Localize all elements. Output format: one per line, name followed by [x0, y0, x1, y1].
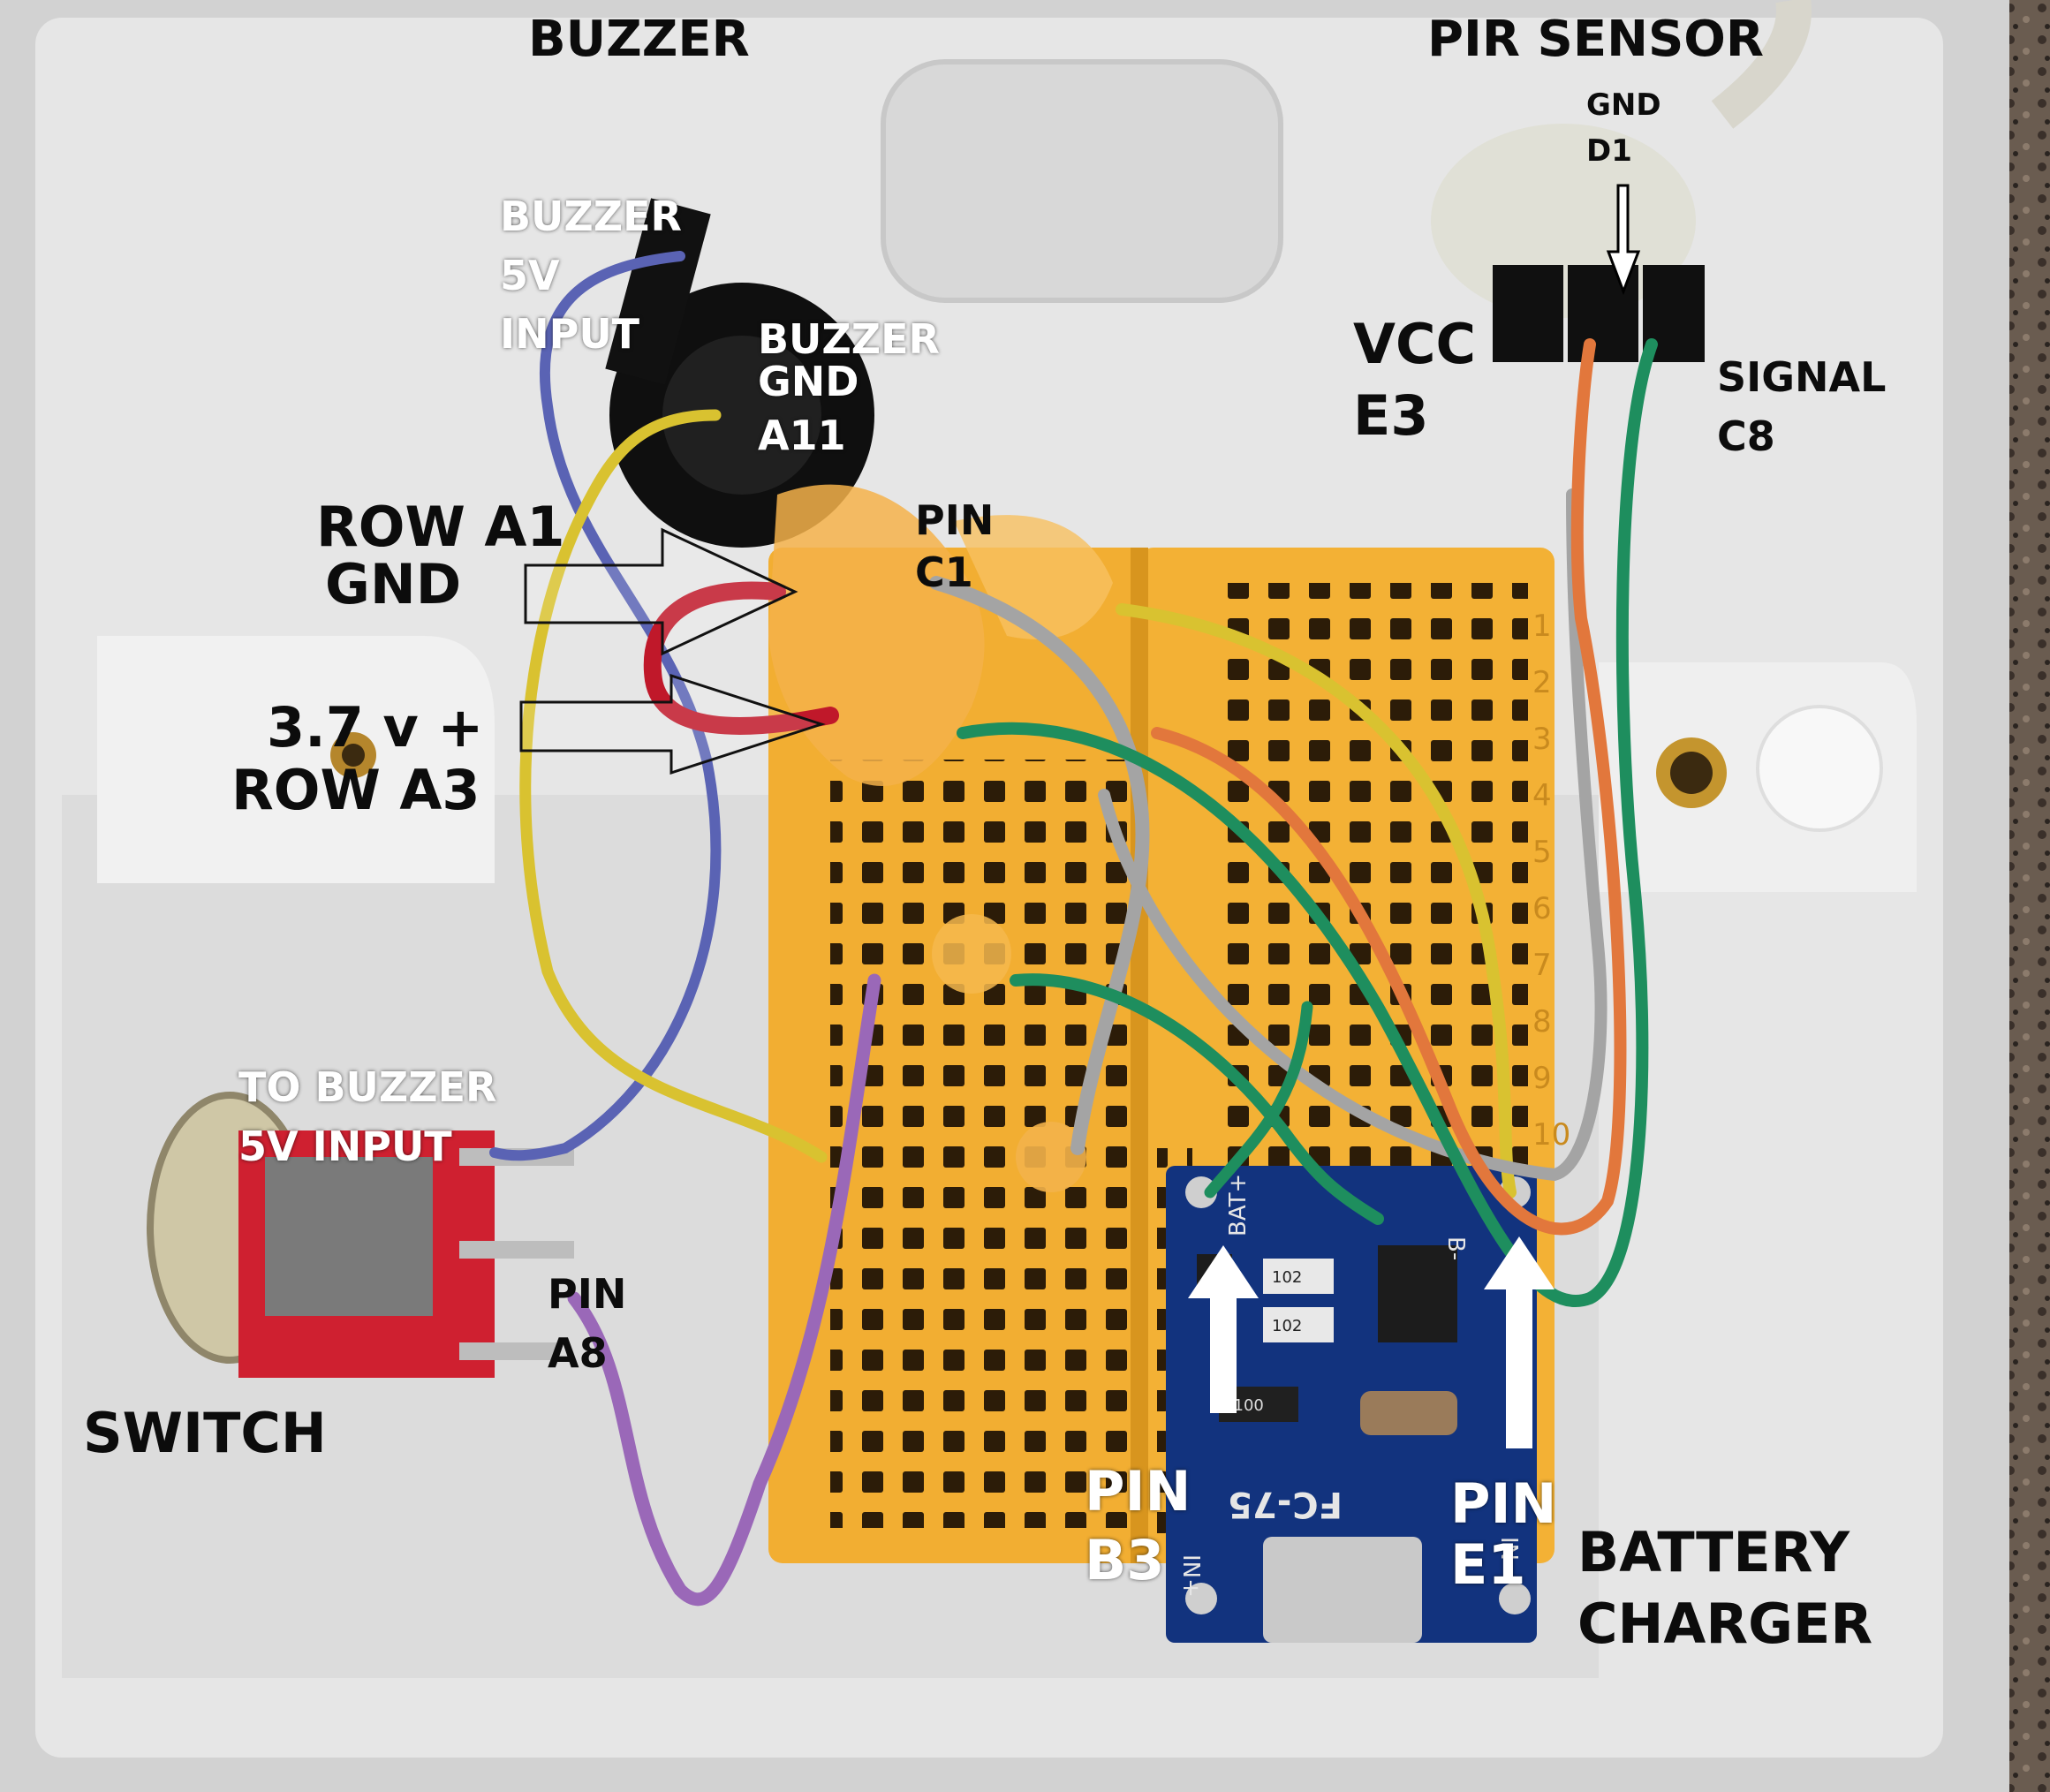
label-row-a1-gnd-line1: ROW A1: [316, 495, 565, 559]
label-buzzer-title: BUZZER: [528, 11, 750, 68]
breadboard-row-number: 7: [1532, 948, 1552, 983]
pcb-model: FC-75: [1228, 1484, 1343, 1524]
label-pin-e1-line2: E1: [1450, 1532, 1526, 1598]
label-vcc-e3: VCC E3: [1353, 309, 1476, 451]
buzzer: [605, 198, 874, 548]
breadboard-row-number: 3: [1532, 722, 1552, 757]
label-buzzer-5v-input-line3: INPUT: [500, 310, 640, 359]
label-3v7-row-a3-line2: ROW A3: [231, 758, 480, 823]
breadboard-row-number: 10: [1532, 1117, 1570, 1153]
label-buzzer-gnd-line2: GND: [758, 358, 859, 406]
label-vcc-e3-line2: E3: [1353, 382, 1429, 448]
label-pin-e1-line1: PIN: [1450, 1471, 1557, 1536]
breadboard-row-numbers: 1 2 3 4 5 6 7 8 9 10: [1532, 609, 1570, 1153]
label-pir-d1: D1: [1586, 133, 1632, 169]
annotation-arrows: [519, 184, 1641, 1448]
wires: [489, 251, 1658, 1607]
pcb-bat-minus: B-: [1442, 1236, 1469, 1260]
wire-orange: [1151, 338, 1627, 1236]
label-pin-b3-line2: B3: [1085, 1527, 1165, 1592]
breadboard-row-number: 9: [1532, 1061, 1552, 1096]
white-arrow-b3: [1188, 1245, 1259, 1413]
label-battery-charger-line1: BATTERY: [1577, 1520, 1850, 1584]
wire-gray: [929, 576, 1150, 1155]
breadboard-row-number: 5: [1532, 835, 1552, 870]
breadboard-row-number: 6: [1532, 891, 1552, 926]
pcb-resistor-2: 102: [1272, 1317, 1302, 1335]
label-battery-charger: BATTERY CHARGER: [1577, 1517, 1872, 1660]
wire-red: [643, 581, 839, 735]
label-pin-a8-line2: A8: [548, 1328, 608, 1377]
label-buzzer-gnd-line1: BUZZER: [758, 315, 940, 363]
label-pin-a8: PIN A8: [548, 1265, 626, 1382]
label-buzzer-gnd: BUZZER GND A11: [758, 318, 940, 457]
wire-green-3: [1204, 1001, 1313, 1198]
label-to-buzzer-5v-input: TO BUZZER 5V INPUT: [238, 1058, 496, 1176]
label-pin-c1-line2: C1: [915, 548, 973, 596]
label-switch: SWITCH: [83, 1401, 327, 1465]
breadboard-row-number: 8: [1532, 1004, 1552, 1040]
label-pin-b3: PIN B3: [1085, 1457, 1191, 1594]
label-buzzer-5v-input-line2: 5V: [500, 251, 560, 299]
label-pin-c1: PIN C1: [915, 495, 994, 599]
wire-gray-2: [1098, 488, 1607, 1182]
label-to-buzzer-line1: TO BUZZER: [238, 1063, 497, 1111]
label-pir-gnd: GND: [1586, 87, 1661, 123]
pcb-silkscreen: FC-75 BAT+ B- IN+ IN- 102 102 R100: [1177, 1174, 1522, 1598]
outline-arrow-gnd: [524, 527, 798, 656]
label-buzzer-5v-input: BUZZER 5V INPUT: [500, 187, 682, 364]
label-row-a1-gnd: ROW A1 GND: [316, 498, 565, 613]
wire-green-2: [1010, 973, 1384, 1225]
breadboard-row-number: 4: [1532, 778, 1552, 813]
label-3v7-row-a3-line1: 3.7 v +: [267, 695, 484, 760]
outline-arrow-3v7: [519, 673, 826, 775]
breadboard-row-number: 2: [1532, 665, 1552, 700]
label-pin-b3-line1: PIN: [1085, 1459, 1191, 1524]
toggle-switch: [147, 1092, 574, 1378]
wire-green: [957, 338, 1658, 1307]
label-pin-c1-line1: PIN: [915, 496, 995, 544]
label-buzzer-5v-input-line1: BUZZER: [500, 193, 682, 240]
label-pin-a8-line1: PIN: [548, 1270, 627, 1318]
label-row-a1-gnd-line2: GND: [325, 552, 462, 617]
wire-yellow: [519, 409, 828, 1163]
white-arrow-d1: [1606, 184, 1641, 296]
label-buzzer-gnd-line3: A11: [758, 411, 846, 459]
battery-charger-board: [1166, 1166, 1537, 1643]
white-arrow-e1: [1484, 1236, 1555, 1448]
label-signal-c8-line2: C8: [1717, 412, 1775, 460]
label-vcc-e3-line1: VCC: [1353, 312, 1476, 376]
wire-purple: [567, 973, 881, 1607]
breadboard-row-number: 1: [1532, 609, 1552, 644]
pcb-in-minus: IN-: [1495, 1537, 1522, 1569]
label-pir-sensor-title: PIR SENSOR: [1427, 11, 1765, 68]
label-signal-c8: SIGNAL C8: [1717, 348, 1886, 465]
label-signal-c8-line1: SIGNAL: [1717, 353, 1887, 401]
pcb-resistor-1: 102: [1272, 1268, 1302, 1287]
pcb-in-plus: IN+: [1177, 1554, 1204, 1598]
wire-yellow-2: [1116, 603, 1517, 1198]
label-to-buzzer-line2: 5V INPUT: [238, 1122, 452, 1170]
label-3v7-row-a3: 3.7 v + ROW A3: [231, 696, 483, 822]
pcb-bat-plus: BAT+: [1225, 1174, 1252, 1236]
label-pin-e1: PIN E1: [1450, 1473, 1556, 1596]
label-battery-charger-line2: CHARGER: [1577, 1591, 1873, 1656]
